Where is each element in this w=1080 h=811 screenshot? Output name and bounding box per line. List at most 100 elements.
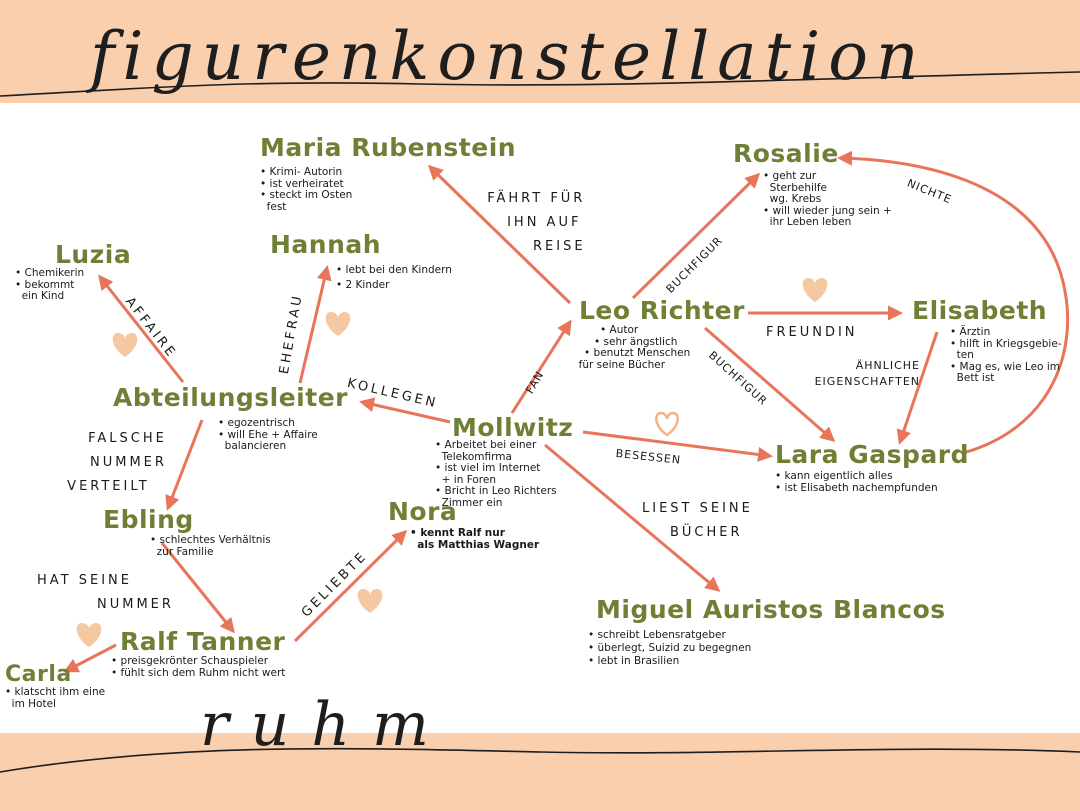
note-line: • Autor (600, 324, 639, 336)
rel-label-faehrt: FÄHRT FÜR IHN AUF REISE (487, 187, 586, 259)
note-line: • überlegt, Suizid zu begegnen (588, 642, 752, 654)
notes-ebling: • schlechtes Verhältnis zur Familie (150, 534, 271, 558)
rel-line: NUMMER (97, 597, 174, 612)
note-line: • klatscht ihm eine (5, 686, 106, 698)
notes-elisabeth: • Ärztin • hilft in Kriegsgebie- ten • M… (950, 326, 1062, 385)
arrow-elisabeth-lara (896, 331, 939, 445)
note-line: • kennt Ralf nur (410, 527, 505, 539)
notes-nora: • kennt Ralf nur als Matthias Wagner (410, 527, 539, 551)
note-line: • egozentrisch (218, 417, 295, 429)
note-line: • Mag es, wie Leo im (950, 360, 1060, 373)
note-line: Bett ist (950, 372, 995, 384)
arrow-abteilungsleiter-hannah (298, 265, 332, 384)
note-line: Zimmer ein (435, 496, 503, 509)
notes-leo: • Autor • sehr ängstlich • benutzt Mensc… (572, 324, 691, 371)
notes-rosalie: • geht zur Sterbehilfe wg. Krebs • will … (763, 170, 892, 229)
page-title: figurenkonstellation (90, 18, 927, 95)
rel-line: IHN AUF (507, 215, 582, 230)
arrow-leo-rosalie (631, 172, 761, 300)
rel-line: EIGENSCHAFTEN (814, 375, 920, 388)
note-line: • preisgekrönter Schauspieler (111, 655, 269, 667)
name-miguel: Miguel Auristos Blancos (596, 595, 946, 624)
note-line: Telekomfirma (435, 450, 512, 463)
name-luzia: Luzia (55, 240, 132, 269)
notes-lara: • kann eigentlich alles • ist Elisabeth … (775, 470, 938, 494)
footer-word: ruhm (200, 690, 451, 760)
footer-flourish (0, 747, 1080, 773)
note-line: • Arbeitet bei einer (435, 439, 537, 451)
title-flourish (0, 71, 1080, 97)
arrow-mollwitz-lara (582, 430, 773, 462)
note-line: • steckt im Osten (260, 189, 353, 201)
note-line: • schlechtes Verhältnis (150, 534, 271, 546)
rel-line: HAT SEINE (37, 573, 132, 588)
arrow-leo-lara (704, 326, 836, 442)
note-line: • kann eigentlich alles (775, 470, 893, 482)
notes-luzia: • Chemikerin • bekommt ein Kind (15, 267, 84, 303)
name-lara: Lara Gaspard (775, 440, 969, 469)
arrow-mollwitz-miguel (544, 443, 721, 592)
rel-line: LIEST SEINE (642, 501, 753, 516)
rel-line: BÜCHER (670, 525, 743, 540)
note-line: balancieren (218, 440, 287, 452)
name-maria: Maria Rubenstein (260, 133, 517, 162)
rel-line: ÄHNLICHE (855, 359, 920, 372)
heart-icon (112, 333, 138, 357)
rel-line: FALSCHE (88, 431, 167, 446)
note-line: • Bricht in Leo Richters (435, 485, 557, 497)
note-line: ihr Leben leben (763, 216, 852, 228)
arrow-leo-maria (427, 164, 572, 305)
notes-hannah: • lebt bei den Kindern • 2 Kinder (336, 263, 452, 293)
hearts (76, 278, 828, 647)
note-line: zur Familie (150, 545, 214, 558)
note-line: • lebt in Brasilien (588, 655, 680, 667)
heart-icon (802, 278, 828, 302)
rel-label-liest: LIEST SEINE BÜCHER (642, 497, 753, 545)
rel-label-hat-nummer: HAT SEINE NUMMER (37, 569, 174, 617)
note-line: • lebt bei den Kindern (336, 264, 452, 276)
name-abteilungsleiter: Abteilungsleiter (113, 383, 348, 412)
rel-line: FÄHRT FÜR (487, 191, 586, 206)
rel-line: REISE (533, 239, 586, 254)
arrow-ralf-carla (63, 643, 117, 673)
name-hannah: Hannah (270, 230, 382, 259)
note-line: • Ärztin (950, 326, 991, 338)
note-line: • geht zur (763, 170, 817, 182)
rel-line: NUMMER (90, 455, 167, 470)
note-line: • Krimi- Autorin (260, 166, 343, 178)
note-line: • ist viel im Internet (435, 462, 541, 474)
name-mollwitz: Mollwitz (452, 413, 574, 442)
note-line: • schreibt Lebensratgeber (588, 629, 726, 641)
rel-label-aehnliche: ÄHNLICHE EIGENSCHAFTEN (795, 358, 920, 390)
rel-line: VERTEILT (67, 479, 150, 494)
name-rosalie: Rosalie (733, 139, 839, 168)
note-line: ein Kind (15, 290, 65, 302)
note-line: wg. Krebs (763, 193, 822, 205)
note-line: • ist Elisabeth nachempfunden (775, 481, 938, 494)
name-carla: Carla (5, 662, 72, 687)
heart-icon (76, 623, 102, 647)
note-line: • sehr ängstlich (594, 335, 678, 348)
note-line: • bekommt (15, 278, 75, 291)
note-line: • hilft in Kriegsgebie- (950, 337, 1062, 350)
arrow-mollwitz-abteilungsleiter (359, 397, 451, 424)
note-line: • will Ehe + Affaire (218, 428, 318, 441)
note-line: + in Foren (435, 473, 497, 486)
note-line: fest (260, 200, 287, 213)
name-ebling: Ebling (103, 505, 194, 534)
arrow-ebling-ralf (160, 542, 235, 634)
name-nora: Nora (388, 497, 458, 526)
name-elisabeth: Elisabeth (912, 296, 1048, 325)
arrow-lara-rosalie (837, 150, 1070, 455)
name-leo: Leo Richter (579, 296, 745, 325)
arrow-ralf-nora (293, 529, 408, 643)
heart-icon (655, 411, 679, 437)
bottom-band (0, 733, 1080, 811)
note-line: ten (950, 349, 974, 361)
notes-maria: • Krimi- Autorin • ist verheiratet • ste… (260, 166, 353, 213)
note-line: Sterbehilfe (763, 181, 828, 194)
rel-label-falsche: FALSCHE NUMMER VERTEILT (50, 427, 167, 499)
heart-icon (325, 312, 351, 336)
arrow-abteilungsleiter-ebling (165, 419, 204, 511)
